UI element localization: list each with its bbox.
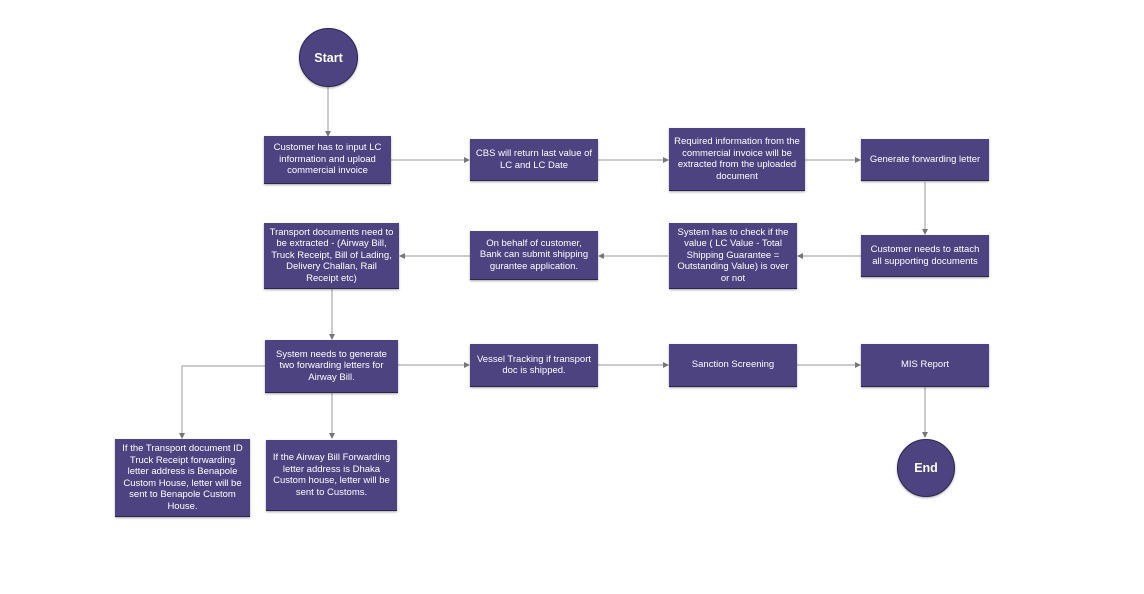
end-label: End <box>914 461 938 475</box>
sanction-screening-text: Sanction Screening <box>691 359 775 371</box>
mis-report-step: MIS Report <box>861 344 989 387</box>
connector-letters-to-benapole <box>179 365 265 439</box>
system-check-text: System has to check if the value ( LC Va… <box>677 226 789 284</box>
input-lc-step: Customer has to input LC information and… <box>264 136 391 184</box>
vessel-tracking-step: Vessel Tracking if transport doc is ship… <box>470 344 598 387</box>
cbs-return-text: CBS will return last value of LC and LC … <box>475 148 593 171</box>
required-info-step: Required information from the commercial… <box>669 128 805 191</box>
benapole-text: If the Transport document ID Truck Recei… <box>122 443 243 512</box>
start-label: Start <box>314 50 343 65</box>
attach-docs-step: Customer needs to attach all supporting … <box>861 235 989 277</box>
benapole-step: If the Transport document ID Truck Recei… <box>115 439 250 517</box>
attach-docs-text: Customer needs to attach all supporting … <box>870 244 980 267</box>
input-lc-text: Customer has to input LC information and… <box>273 142 382 177</box>
dhaka-text: If the Airway Bill Forwarding letter add… <box>272 452 391 498</box>
cbs-return-step: CBS will return last value of LC and LC … <box>470 139 598 181</box>
two-letters-text: System needs to generate two forwarding … <box>276 348 387 383</box>
generate-forwarding-step: Generate forwarding letter <box>861 139 989 181</box>
vessel-tracking-text: Vessel Tracking if transport doc is ship… <box>476 353 592 377</box>
start-node: Start <box>299 28 358 87</box>
system-check-step: System has to check if the value ( LC Va… <box>669 223 797 289</box>
required-info-text: Required information from the commercial… <box>674 136 800 182</box>
dhaka-step: If the Airway Bill Forwarding letter add… <box>266 440 397 511</box>
bank-submit-text: On behalf of customer, Bank can submit s… <box>479 237 589 272</box>
transport-docs-text: Transport documents need to be extracted… <box>269 226 394 284</box>
mis-report-text: MIS Report <box>900 359 950 371</box>
transport-docs-step: Transport documents need to be extracted… <box>264 223 399 289</box>
generate-forwarding-text: Generate forwarding letter <box>869 153 981 165</box>
bank-submit-step: On behalf of customer, Bank can submit s… <box>470 231 598 280</box>
two-letters-step: System needs to generate two forwarding … <box>265 340 398 393</box>
end-node: End <box>897 439 955 497</box>
sanction-screening-step: Sanction Screening <box>669 344 797 387</box>
